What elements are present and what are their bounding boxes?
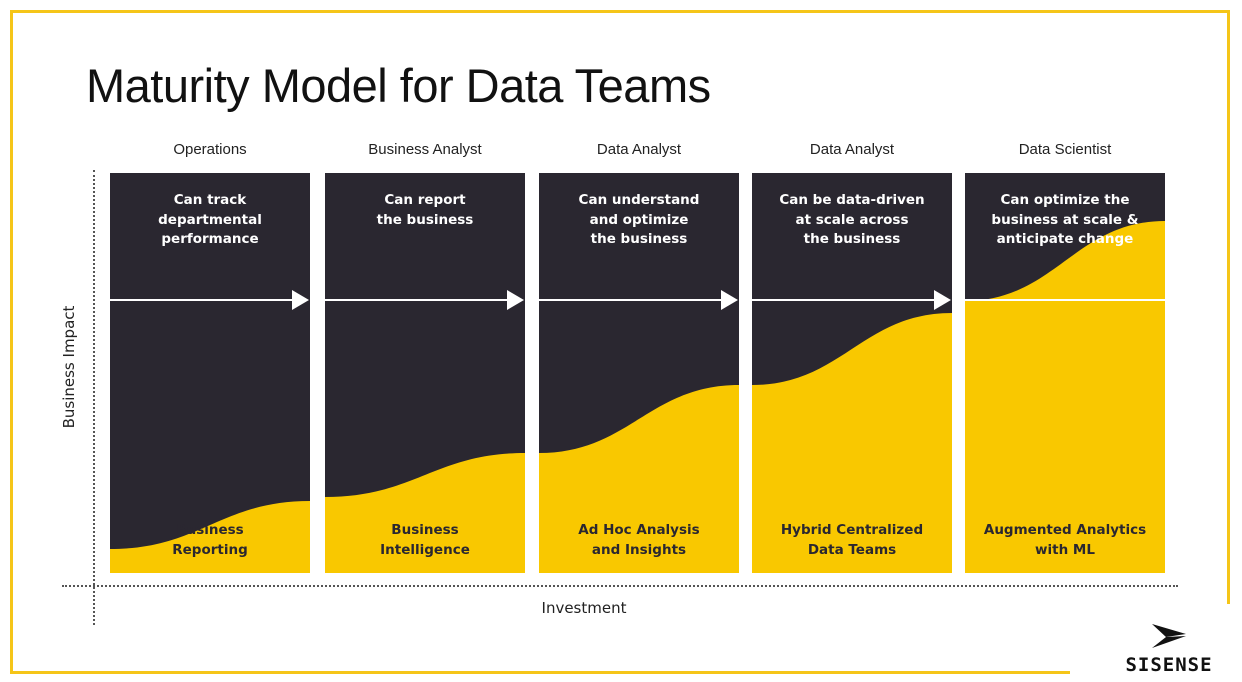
- stage-practice: Ad Hoc Analysis and Insights: [578, 522, 700, 558]
- x-axis-label: Investment: [541, 599, 627, 617]
- x-axis-line: [62, 585, 1178, 587]
- impact-area: [965, 221, 1165, 573]
- arrow-head: [934, 290, 951, 310]
- impact-fill: [539, 385, 739, 573]
- impact-area: [539, 385, 739, 573]
- stage-practice: Business Intelligence: [380, 522, 470, 558]
- sisense-logo: SISENSE: [1114, 624, 1224, 676]
- right-arrow-icon: [325, 290, 524, 310]
- stage-role-5: Data Scientist: [1018, 141, 1112, 158]
- stage-practice: Hybrid Centralized Data Teams: [780, 522, 924, 558]
- impact-fill: [752, 313, 952, 573]
- logo-wordmark: SISENSE: [1125, 654, 1213, 676]
- stage-role-3: Data Analyst: [596, 141, 682, 158]
- stage-capability: Can report the business: [376, 192, 474, 228]
- arrow-head: [721, 290, 738, 310]
- arrow-head: [507, 290, 524, 310]
- right-arrow-icon: [752, 290, 951, 310]
- stage-panel-5: Can optimize the business at scale & ant…: [965, 173, 1165, 573]
- slide-title: Maturity Model for Data Teams: [86, 59, 711, 112]
- right-arrow-icon: [539, 290, 738, 310]
- reference-line: [965, 299, 1165, 301]
- impact-area: [110, 501, 310, 573]
- y-axis-label: Business Impact: [60, 305, 78, 429]
- stage-panel-1: Can track departmental performance Busin…: [110, 173, 310, 573]
- stage-capability: Can be data-driven at scale across the b…: [779, 192, 925, 247]
- stage-practice: Augmented Analytics with ML: [983, 522, 1147, 558]
- sisense-logo-icon: [1152, 624, 1186, 648]
- stage-capability: Can understand and optimize the business: [578, 192, 700, 247]
- stage-panel-4: Can be data-driven at scale across the b…: [752, 173, 952, 573]
- stage-role-2: Business Analyst: [368, 141, 482, 158]
- arrow-head: [292, 290, 309, 310]
- stage-capability: Can track departmental performance: [158, 192, 262, 247]
- impact-fill: [110, 501, 310, 573]
- stage-panel-2: Can report the business Business Intelli…: [325, 173, 525, 573]
- impact-area: [752, 313, 952, 573]
- stage-role-1: Operations: [173, 141, 247, 158]
- y-axis-line: [93, 170, 95, 625]
- stage-capability: Can optimize the business at scale & ant…: [991, 192, 1139, 247]
- impact-fill: [965, 221, 1165, 573]
- slide-frame: [10, 10, 1230, 674]
- stage-role-4: Data Analyst: [809, 141, 895, 158]
- stage-practice: Business Reporting: [172, 522, 248, 558]
- logo-background: [1070, 604, 1242, 682]
- impact-fill: [325, 453, 525, 573]
- impact-area: [325, 453, 525, 573]
- stage-panel-3: Can understand and optimize the business…: [539, 173, 739, 573]
- right-arrow-icon: [110, 290, 309, 310]
